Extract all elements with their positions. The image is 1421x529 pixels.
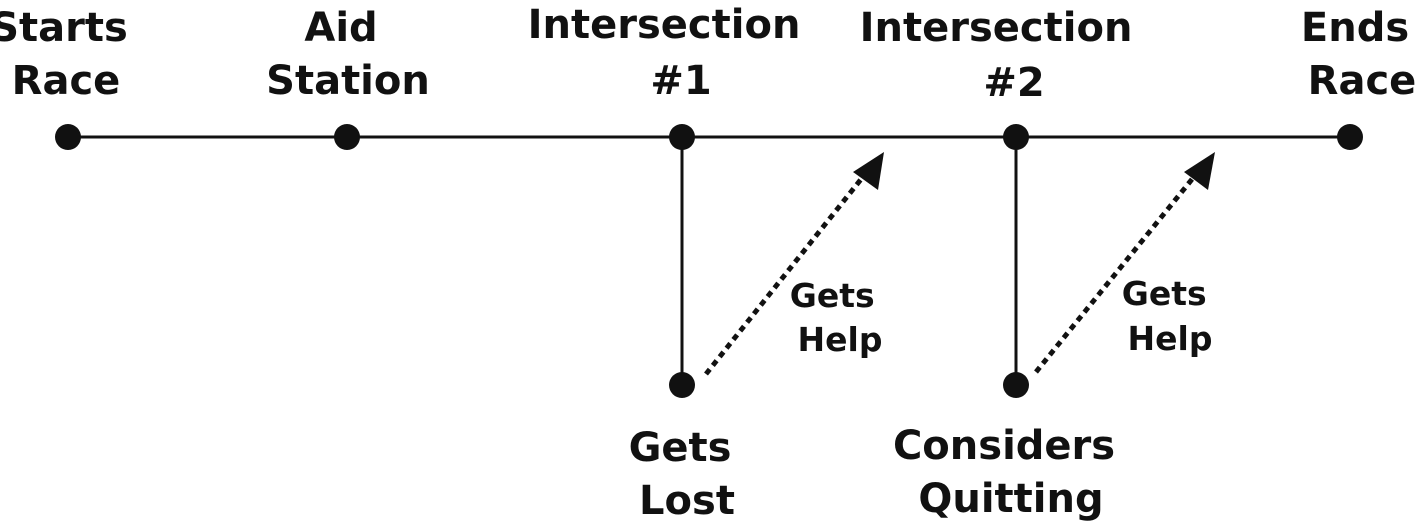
label-help-2: Gets Help (1122, 274, 1218, 358)
node-intersection-2 (1003, 124, 1029, 150)
label-intersection-2: Intersection #2 (860, 5, 1147, 106)
node-aid-station (334, 124, 360, 150)
label-ends-race: Ends Race (1301, 5, 1421, 104)
help-arrow-1 (704, 152, 884, 376)
label-help-1: Gets Help (790, 276, 886, 359)
node-considers-quitting (1003, 372, 1029, 398)
label-considers-quitting: Considers Quitting (893, 423, 1129, 522)
node-starts-race (55, 124, 81, 150)
help-arrow-2 (1034, 152, 1215, 374)
help-arrow-1-head (853, 152, 884, 190)
help-arrow-1-shaft (704, 176, 864, 376)
node-ends-race (1337, 124, 1363, 150)
label-intersection-1: Intersection #1 (528, 2, 815, 104)
label-starts-race: Starts Race (0, 5, 142, 104)
label-gets-lost: Gets Lost (629, 425, 746, 524)
help-arrow-2-head (1184, 152, 1215, 190)
node-intersection-1 (669, 124, 695, 150)
help-arrow-2-shaft (1034, 176, 1195, 374)
label-aid-station: Aid Station (266, 5, 430, 104)
node-gets-lost (669, 372, 695, 398)
